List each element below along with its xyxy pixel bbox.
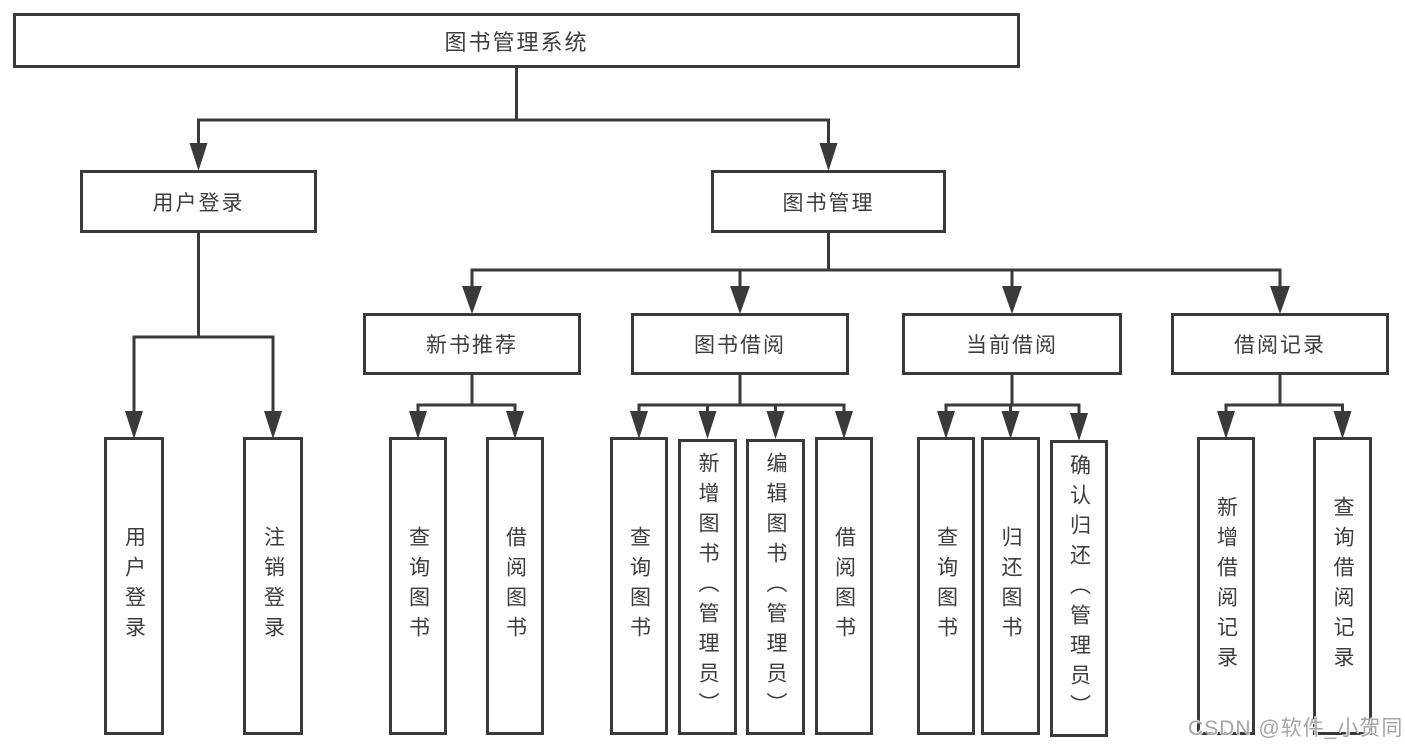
leaf-current-confirm-return-admin-label: 确认归还（管理员） [1067,453,1091,724]
leaf-logout: 注销登录 [243,437,303,735]
arrowhead [730,286,750,314]
leaf-borrowing-add-books-admin: 新增图书（管理员） [678,439,737,735]
leaf-current-query-books-label: 查询图书 [934,526,958,646]
arrowhead [462,286,482,314]
leaf-borrowing-add-books-admin-label: 新增图书（管理员） [696,452,719,722]
node-book-management-label: 图书管理 [782,191,875,215]
leaf-borrowing-query-books: 查询图书 [610,437,668,735]
leaf-borrowing-query-books-label: 查询图书 [627,526,651,646]
arrowhead [630,411,648,439]
arrowhead [698,411,717,439]
leaf-current-query-books: 查询图书 [917,437,975,735]
leaf-records-query: 查询借阅记录 [1313,437,1372,735]
arrowhead [1217,411,1235,439]
arrowhead [189,143,208,171]
arrowhead [264,411,282,439]
leaf-newbook-borrow-books: 借阅图书 [486,437,544,735]
arrowhead [506,411,524,439]
node-user-login-label: 用户登录 [152,191,245,215]
arrowhead [1001,411,1020,439]
node-user-login: 用户登录 [80,170,317,233]
node-book-borrowing-label: 图书借阅 [694,334,786,357]
leaf-borrowing-edit-books-admin-label: 编辑图书（管理员） [764,452,787,722]
node-root-label: 图书管理系统 [444,29,589,55]
node-current-borrowing-label: 当前借阅 [966,334,1058,357]
leaf-current-confirm-return-admin: 确认归还（管理员） [1050,440,1108,737]
leaf-current-return-books-label: 归还图书 [999,526,1022,646]
leaf-user-login-label: 用户登录 [122,526,146,646]
arrowhead [835,411,853,439]
arrowhead [1002,286,1022,314]
node-borrow-records-label: 借阅记录 [1234,334,1326,357]
node-current-borrowing: 当前借阅 [902,313,1122,375]
node-borrow-records: 借阅记录 [1171,313,1389,375]
node-new-book-recommend-label: 新书推荐 [426,334,518,357]
leaf-logout-label: 注销登录 [261,526,285,646]
node-root: 图书管理系统 [13,13,1020,68]
arrowhead [409,411,427,439]
node-book-borrowing: 图书借阅 [631,313,849,375]
leaf-records-add-label: 新增借阅记录 [1214,496,1238,676]
leaf-current-return-books: 归还图书 [981,437,1040,735]
leaf-newbook-borrow-books-label: 借阅图书 [503,526,527,646]
arrowhead [1070,413,1088,441]
arrowhead [1333,411,1352,439]
arrowhead [937,411,955,439]
arrowhead [819,143,838,171]
arrowhead [766,411,785,439]
leaf-user-login: 用户登录 [104,437,164,735]
node-book-management: 图书管理 [711,170,946,233]
csdn-watermark: CSDN @软件_小贺同学 [1188,717,1405,740]
leaf-newbook-query-books-label: 查询图书 [406,526,430,646]
leaf-borrowing-borrow-books-label: 借阅图书 [832,526,856,646]
leaf-newbook-query-books: 查询图书 [389,437,447,735]
leaf-borrowing-edit-books-admin: 编辑图书（管理员） [746,439,805,735]
arrowhead [1270,286,1290,314]
arrowhead [125,411,143,439]
leaf-records-query-label: 查询借阅记录 [1331,496,1354,676]
leaf-borrowing-borrow-books: 借阅图书 [815,437,873,735]
leaf-records-add: 新增借阅记录 [1197,437,1255,735]
node-new-book-recommend: 新书推荐 [363,313,581,375]
